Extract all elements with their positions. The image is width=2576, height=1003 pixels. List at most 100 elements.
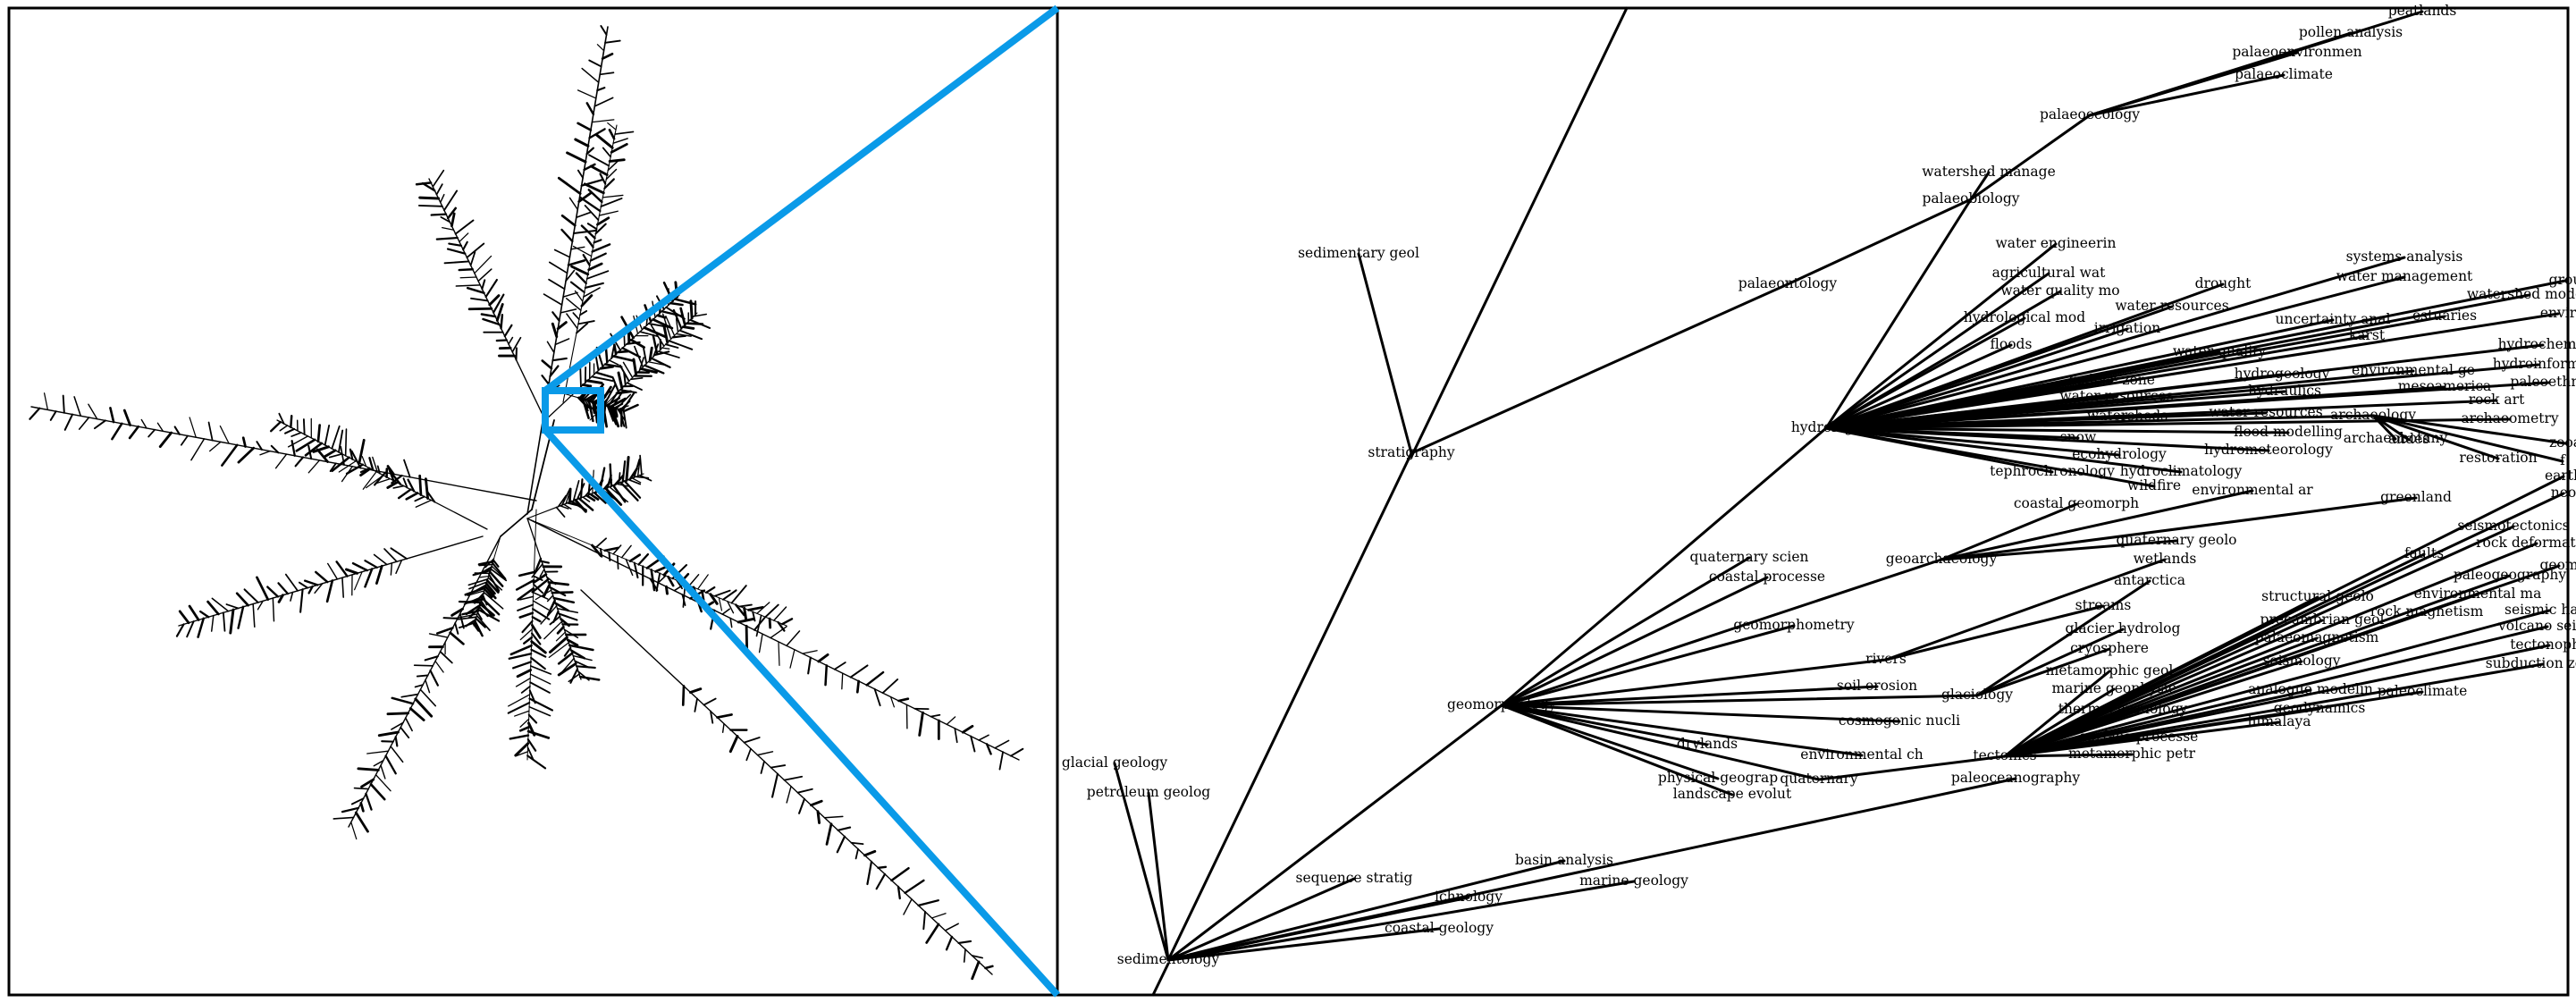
overview-branch [428,633,449,638]
overview-branch [739,603,753,608]
tree-edge [1824,415,2129,430]
overview-branch [338,460,357,473]
overview-branch [601,52,614,60]
overview-branch [338,429,344,453]
overview-branch [492,559,500,568]
overview-branch [565,493,570,505]
overview-branch [453,613,478,620]
node-label: coastal processe [1709,569,1825,585]
overview-branch [863,849,877,857]
overview-branch [747,605,764,611]
overview-branch [560,505,569,510]
overview-branch [807,656,812,675]
overview-branch [614,131,635,135]
overview-branch [413,664,434,667]
overview-branch [415,499,433,508]
overview-branch [668,340,694,350]
node-label: paleoceanography [1951,770,2081,786]
node-label: ichnology [1435,889,1503,905]
overview-branch [631,477,642,484]
overview-branch [978,734,989,741]
overview-branch [566,151,587,164]
overview-branch [521,620,534,634]
overview-branch [387,467,395,482]
overview-branch [483,587,493,599]
overview-branch [577,191,593,203]
overview-branch [617,554,619,570]
overview-branch [563,646,572,657]
tree-edge [1500,704,1734,796]
overview-branch [487,577,503,591]
tree-edge [1975,628,2125,697]
node-label: snow [2060,429,2097,445]
tree-edge [1113,762,1170,962]
node-label: systems analysis [2346,249,2463,265]
overview-branch [578,309,588,316]
overview-branch [786,630,801,647]
overview-branch [781,618,794,626]
overview-branch [219,425,230,444]
overview-branch [562,291,578,298]
overview-branch [535,589,552,601]
overview-branch [395,559,403,575]
overview-branch [625,558,634,577]
overview-branch [786,785,792,804]
overview-branch [796,788,813,794]
node-label: quaternary [1780,771,1858,787]
tree-edge [2003,721,2281,758]
node-label: sedimentary geol [1298,245,1419,261]
overview-branch [383,548,398,563]
node-label: mesoamerica [2398,378,2492,394]
overview-branch [426,491,436,503]
overview-branch [270,444,280,454]
node-label: watershed modeli [2467,286,2576,302]
overview-branch [694,697,698,712]
overview-branch [632,358,638,375]
zoom-connector-bottom [543,427,1060,998]
overview-branch [350,797,365,805]
overview-branch [850,841,864,846]
overview-branch [569,649,586,660]
overview-branch [593,401,599,424]
overview-branch [414,684,424,688]
overview-branch [514,710,530,717]
overview-branch [561,489,570,506]
overview-branch [798,797,806,814]
overview-branch [633,561,639,579]
overview-branch [329,462,337,473]
overview-branch [276,419,488,530]
node-label: hydroclimatology [2120,463,2243,479]
node-label: water quality [2173,343,2267,359]
overview-branch [608,128,616,140]
overview-branch [366,475,384,489]
overview-branch [350,822,358,840]
node-label: geomorphometry [1733,617,1855,633]
overview-branch [450,212,456,228]
overview-branch [930,913,947,919]
node-label: tectonophy [2510,636,2576,653]
node-label: archaeometry [2461,410,2559,426]
overview-branch [530,632,542,645]
overview-branch [944,923,959,931]
overview-branch [555,631,566,642]
overview-branch [520,685,531,694]
overview-branch [619,364,630,383]
overview-branch [651,357,671,369]
tree-edge [1166,927,1441,962]
overview-branch [770,764,787,769]
overview-branch [957,940,972,944]
overview-branch [718,597,723,611]
overview-branch [508,694,531,707]
overview-branch [608,551,611,561]
overview-branch [357,767,380,771]
overview-branch [457,616,477,620]
overview-branch [556,625,565,635]
overview-branch [589,164,609,176]
overview-branch [777,620,786,632]
overview-branch [572,229,598,235]
overview-branch [756,751,774,756]
node-label: quaternary geolo [2117,532,2237,548]
overview-branch [621,459,627,484]
overview-branch [637,552,650,566]
overview-branch [344,428,348,457]
